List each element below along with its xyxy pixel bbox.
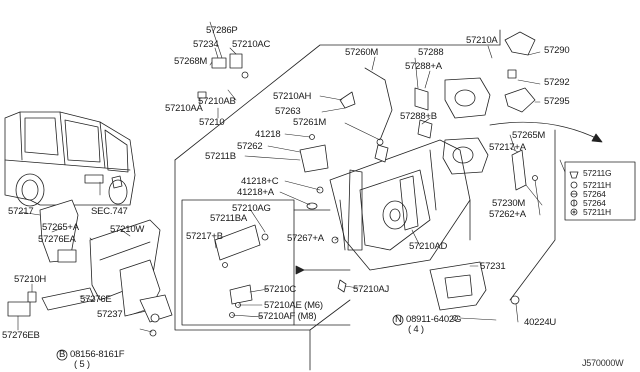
part-label-57290: 57290: [544, 45, 570, 56]
part-label-57210a: 57210A: [466, 35, 498, 46]
part-label-57217: 57217: [8, 206, 34, 217]
part-label-57230m: 57230M: [492, 198, 526, 209]
part-label-08911-qty: ( 4 ): [408, 324, 424, 335]
legend-label-57211h-b: 57211H: [583, 207, 611, 217]
part-label-57288-a: 57288+A: [405, 61, 442, 72]
legend-label-57264b: 57264: [583, 198, 606, 208]
part-label-57262-a: 57262+A: [489, 209, 526, 220]
part-label-57210aj: 57210AJ: [353, 284, 390, 295]
part-label-57234: 57234: [193, 39, 219, 50]
outline-frame: [174, 29, 556, 371]
part-label-57295: 57295: [544, 96, 570, 107]
part-label-sec747: SEC.747: [91, 206, 128, 217]
part-label-57276eb: 57276EB: [2, 330, 40, 341]
part-label-41218: 41218: [255, 129, 281, 140]
part-label-57210aa: 57210AA: [165, 103, 203, 114]
part-label-57210ah: 57210AH: [273, 91, 312, 102]
part-label-57211b: 57211B: [205, 151, 236, 162]
part-label-57265-a: 57265+A: [42, 222, 79, 233]
vehicle-outline: [4, 111, 136, 207]
part-label-57210w: 57210W: [110, 224, 145, 235]
part-label-08156-8161f: 08156-8161F: [70, 349, 125, 360]
part-label-40224u: 40224U: [524, 317, 557, 328]
part-label-57286p: 57286P: [206, 25, 238, 36]
part-label-57210ab: 57210AB: [198, 96, 236, 107]
part-label-57263: 57263: [275, 106, 301, 117]
part-label-57268m: 57268M: [174, 56, 208, 67]
carrier-frame: [295, 139, 471, 275]
part-label-41218-a: 41218+A: [237, 187, 274, 198]
part-label-57217-a: 57217+A: [489, 142, 526, 153]
part-label-57211ba: 57211BA: [210, 213, 247, 224]
part-label-57276ea: 57276EA: [38, 234, 76, 245]
diagram-code: J570000W: [582, 358, 624, 368]
leader-lines: [17, 21, 566, 333]
part-label-41218-c: 41218+C: [241, 176, 279, 187]
part-label-57267-a: 57267+A: [287, 233, 324, 244]
marker-b: B: [59, 349, 66, 360]
part-label-57262: 57262: [237, 141, 263, 152]
part-label-57210ad: 57210AD: [409, 241, 448, 252]
legend-label-57211h: 57211H: [583, 180, 611, 190]
tire-carrier-arm: [442, 31, 603, 175]
marker-circles: [56, 314, 404, 361]
part-label-08156-qty: ( 5 ): [74, 359, 90, 370]
legend-label-57211g: 57211G: [583, 168, 612, 178]
small-parts: [197, 53, 538, 321]
part-label-57210ae: 57210AE (M6): [264, 300, 323, 311]
part-label-57217-b: 57217+B: [186, 231, 223, 242]
legend-icons: [569, 171, 579, 216]
part-label-08911-6402g: 08911-6402G: [406, 314, 462, 325]
part-label-57288-b: 57288+B: [400, 111, 437, 122]
legend-label-57264: 57264: [583, 189, 606, 199]
inset-box: [181, 199, 295, 326]
inset-box-leaders: [293, 209, 351, 326]
part-label-57260m: 57260M: [345, 47, 379, 58]
part-label-57261m: 57261M: [293, 117, 327, 128]
part-label-57237: 57237: [97, 309, 123, 320]
part-label-57276e: 57276E: [80, 294, 112, 305]
part-label-57265m: 57265M: [512, 130, 546, 141]
part-label-57231: 57231: [480, 261, 506, 272]
part-label-57292: 57292: [544, 77, 570, 88]
marker-n: N: [395, 314, 402, 325]
part-label-57210c: 57210C: [264, 284, 297, 295]
part-label-57210ac: 57210AC: [232, 39, 271, 50]
part-label-57210af: 57210AF (M8): [258, 311, 317, 322]
part-label-57210ag: 57210AG: [232, 203, 271, 214]
left-brackets: [7, 199, 173, 337]
legend-box: [564, 161, 636, 221]
part-label-57288: 57288: [418, 47, 444, 58]
part-label-57210h: 57210H: [14, 274, 47, 285]
part-label-57210: 57210: [199, 117, 225, 128]
